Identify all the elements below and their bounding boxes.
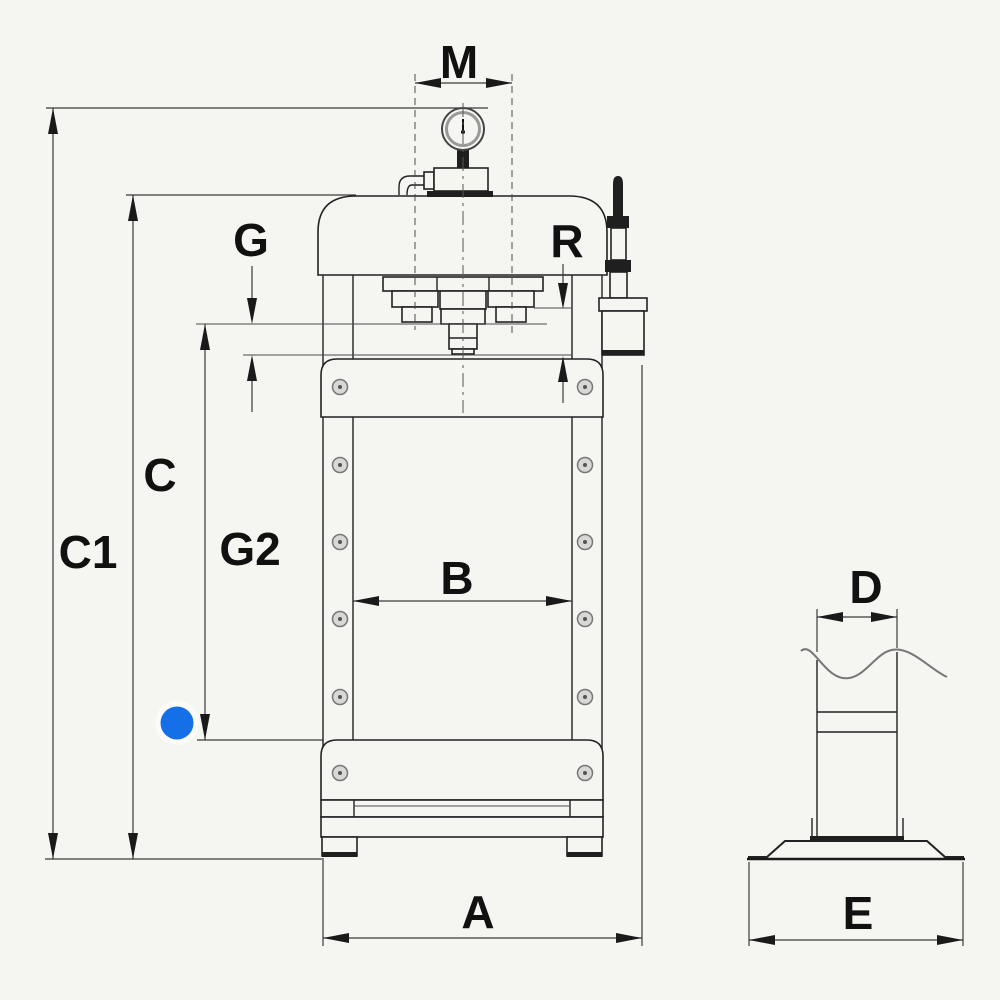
- dim-a: [323, 933, 642, 943]
- dim-c: [128, 195, 138, 859]
- extension-lines: [45, 107, 643, 946]
- pump-unit: [598, 176, 648, 356]
- dim-d: [816, 609, 898, 652]
- elbow-pipe: [398, 175, 434, 195]
- lower-bolster: [320, 739, 604, 801]
- pressure-gauge: [398, 107, 493, 197]
- dim-label-d: D: [849, 561, 882, 613]
- gauge-block: [433, 167, 489, 192]
- click-indicator: [155, 701, 199, 745]
- side-view: D E: [747, 561, 965, 946]
- dim-label-a: A: [461, 886, 494, 938]
- pump-rod: [613, 176, 623, 216]
- dim-label-g: G: [233, 214, 269, 266]
- break-line: [800, 648, 948, 680]
- dim-m: [415, 78, 512, 88]
- ram-assembly: [382, 276, 544, 355]
- piston-base: [747, 840, 965, 861]
- upper-bolster: [320, 358, 604, 418]
- dim-g: [247, 266, 257, 412]
- column-pin-holes: [331, 456, 594, 706]
- front-view: M G R C C1 G2 B A: [45, 36, 648, 946]
- dim-e: [748, 862, 964, 946]
- dim-label-c: C: [143, 449, 176, 501]
- reference-lines: [196, 307, 572, 356]
- dim-r: [558, 264, 568, 403]
- head-cap: [317, 195, 608, 276]
- base-frame: [320, 799, 604, 857]
- dim-c1: [48, 108, 58, 859]
- dim-label-b: B: [440, 552, 473, 604]
- dim-b: [353, 596, 572, 606]
- dim-label-r: R: [550, 215, 583, 267]
- dim-label-e: E: [843, 887, 874, 939]
- dim-label-g2: G2: [219, 523, 280, 575]
- pin-hole: [331, 456, 594, 706]
- construction-lines: [414, 74, 513, 413]
- dim-label-c1: C1: [59, 526, 118, 578]
- piston-side-view: [810, 652, 904, 841]
- dim-label-m: M: [440, 36, 478, 88]
- dim-g2: [200, 324, 210, 740]
